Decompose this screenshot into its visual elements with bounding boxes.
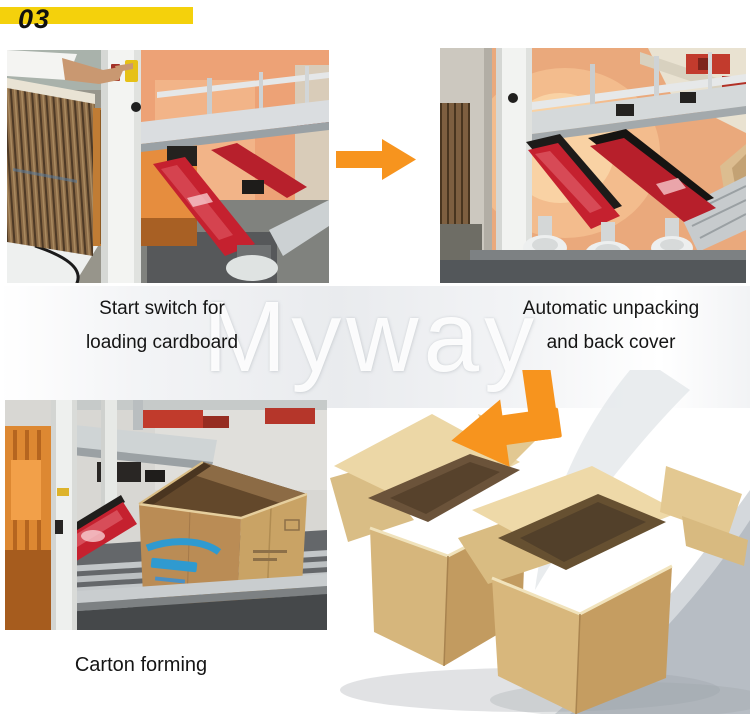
- cardboard-stack: [7, 78, 95, 256]
- caption-line: loading cardboard: [85, 332, 239, 353]
- step-number: 03: [18, 4, 51, 34]
- open-carton-left: [330, 414, 538, 667]
- photo-start-switch-loading-cardboard: [7, 50, 329, 283]
- caption-automatic-unpacking: Automatic unpacking and back cover: [461, 292, 750, 360]
- arrow-bent-icon: [451, 370, 562, 467]
- caption-line: Carton forming: [74, 654, 208, 676]
- red-press-beam: [153, 157, 255, 256]
- caption-line: Automatic unpacking: [522, 298, 700, 319]
- photo-automatic-unpacking: [440, 48, 746, 283]
- machine-photo-illustration: [5, 400, 327, 630]
- open-carton-right: [458, 466, 748, 714]
- caption-line: and back cover: [546, 332, 676, 353]
- caption-start-switch: Start switch for loading cardboard: [7, 292, 317, 360]
- header-yellow-bar: [0, 7, 193, 24]
- caption-carton-forming: Carton forming: [5, 648, 277, 682]
- boxes-illustration: [330, 370, 750, 714]
- left-machine-panel: [5, 400, 77, 630]
- operator-hand: [7, 50, 133, 84]
- red-press-beam-right: [588, 129, 716, 222]
- swoosh-background: [535, 370, 750, 714]
- machine-photo-illustration: [440, 48, 746, 283]
- machine-frame-post: [101, 50, 141, 283]
- top-silver-beam: [141, 66, 329, 152]
- arrow-right-icon: [336, 136, 416, 183]
- photo-carton-forming: [5, 400, 327, 630]
- machine-photo-illustration: [7, 50, 329, 283]
- top-silver-beam: [532, 52, 746, 142]
- caption-line: Start switch for: [99, 298, 225, 319]
- red-press-beam-left: [526, 134, 622, 229]
